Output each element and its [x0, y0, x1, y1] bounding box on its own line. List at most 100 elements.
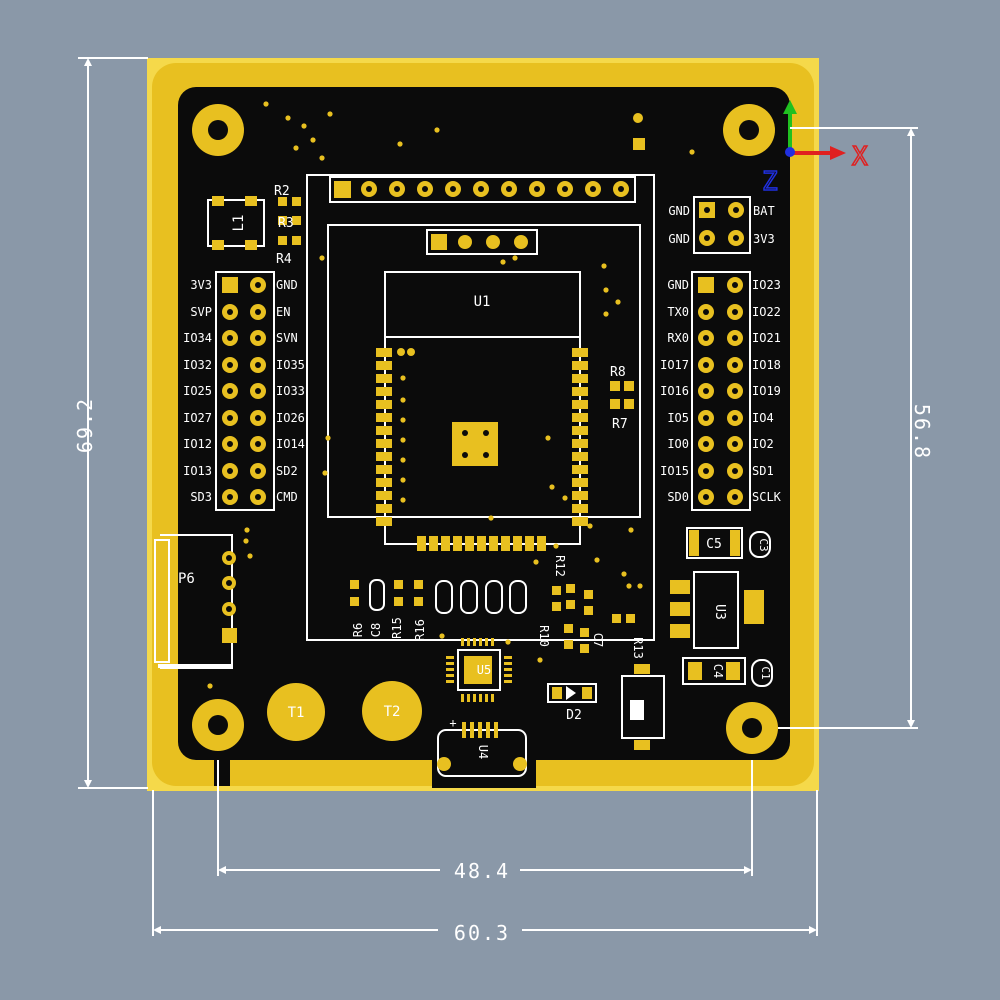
diode-d2: D2 — [547, 683, 597, 723]
pin-label: GND — [668, 232, 690, 246]
resistors-r8-r7 — [610, 381, 634, 409]
dimension-label-height-outer: 69.2 — [73, 397, 97, 453]
pin-label: TX0 — [667, 305, 689, 319]
label-c8: C8 — [369, 623, 383, 637]
inductor-l1: L1 — [207, 196, 265, 250]
dimension-height-outer — [78, 57, 148, 789]
axis-triad: X Z — [761, 100, 869, 198]
pin-label: IO0 — [667, 437, 689, 451]
pin-label: SD0 — [667, 490, 689, 504]
pin-label: IO34 — [183, 331, 212, 345]
dimension-label-width-holes: 48.4 — [454, 859, 510, 883]
left-header-labels-outer: 3V3 SVP IO34 IO32 IO25 IO27 IO12 IO13 SD… — [183, 278, 212, 504]
axis-x-label: X — [852, 142, 868, 172]
pin-label: IO26 — [276, 411, 305, 425]
pin-label: IO12 — [183, 437, 212, 451]
pin-label: SVN — [276, 331, 298, 345]
pin-label: IO16 — [660, 384, 689, 398]
label-c5: C5 — [706, 537, 722, 552]
pin-label: SD1 — [752, 464, 774, 478]
pin-label: IO17 — [660, 358, 689, 372]
pin-label: IO4 — [752, 411, 774, 425]
top-pin-header — [329, 176, 636, 203]
label-r8: R8 — [610, 365, 626, 380]
label-t1: T1 — [288, 705, 305, 721]
pin-label: SD2 — [276, 464, 298, 478]
label-u1: U1 — [474, 294, 491, 310]
pin-label: IO21 — [752, 331, 781, 345]
right-header-labels-inner: GND TX0 RX0 IO17 IO16 IO5 IO0 IO15 SD0 — [660, 278, 689, 504]
pin-label: IO2 — [752, 437, 774, 451]
resistors-r2-r4 — [278, 197, 301, 245]
label-r12: R12 — [553, 555, 567, 577]
label-c3: C3 — [757, 538, 770, 551]
chip-u5: U5 — [446, 638, 512, 702]
pin-label: IO32 — [183, 358, 212, 372]
pin-label: 3V3 — [190, 278, 212, 292]
capacitor-c5: C5 — [686, 527, 743, 559]
connector-p6: P6 — [154, 534, 237, 669]
pin-label: IO23 — [752, 278, 781, 292]
pin-label: IO25 — [183, 384, 212, 398]
pin-label: 3V3 — [753, 232, 775, 246]
left-header-labels-inner: GND EN SVN IO35 IO33 IO26 IO14 SD2 CMD — [276, 278, 305, 504]
passives-right-cluster — [552, 584, 635, 653]
mounting-hole-bottom-left — [192, 699, 244, 751]
pin-label: IO35 — [276, 358, 305, 372]
pin-label: SD3 — [190, 490, 212, 504]
capacitor-c4: C4 — [682, 657, 746, 685]
pin-label: IO14 — [276, 437, 305, 451]
label-r4: R4 — [276, 252, 292, 267]
label-u4: U4 — [476, 745, 490, 759]
label-d2: D2 — [566, 708, 582, 723]
pin-label: IO27 — [183, 411, 212, 425]
mounting-hole-top-right — [723, 104, 775, 156]
mounting-hole-bottom-right — [726, 702, 778, 754]
usb-connector-u4: + U4 — [437, 716, 527, 777]
pin-label: IO13 — [183, 464, 212, 478]
pin-label: IO5 — [667, 411, 689, 425]
label-r2: R2 — [274, 184, 290, 199]
label-l1: L1 — [231, 215, 247, 232]
label-u5: U5 — [477, 663, 491, 677]
label-r3: R3 — [278, 216, 294, 231]
label-r13: R13 — [631, 637, 645, 659]
touch-pad-t2: T2 — [362, 681, 422, 741]
capacitor-c1: C1 — [751, 659, 773, 687]
pin-label: IO18 — [752, 358, 781, 372]
pin-label: BAT — [753, 204, 775, 218]
label-plus: + — [449, 716, 456, 730]
label-t2: T2 — [384, 704, 401, 720]
label-c4: C4 — [711, 664, 725, 678]
left-pin-header — [215, 271, 275, 511]
pin-label: SVP — [190, 305, 212, 319]
pin-label: SCLK — [752, 490, 782, 504]
four-pin-header — [426, 229, 538, 255]
pin-label: GND — [667, 278, 689, 292]
regulator-u3: U3 — [670, 571, 764, 649]
touch-pad-t1: T1 — [267, 683, 325, 741]
pin-label: IO22 — [752, 305, 781, 319]
pin-label: IO15 — [660, 464, 689, 478]
power-pin-header — [693, 196, 751, 254]
label-r10: R10 — [537, 625, 551, 647]
label-u3: U3 — [712, 604, 727, 620]
label-p6: P6 — [178, 571, 195, 587]
pin-label: GND — [668, 204, 690, 218]
switch-component — [621, 664, 665, 750]
passive-row — [350, 579, 527, 614]
label-c1: C1 — [759, 666, 772, 679]
label-r6: R6 — [351, 623, 365, 637]
pin-label: CMD — [276, 490, 298, 504]
dimension-height-holes — [778, 127, 918, 729]
test-pads — [633, 113, 645, 150]
pin-label: EN — [276, 305, 290, 319]
pin-label: RX0 — [667, 331, 689, 345]
label-r7: R7 — [612, 417, 628, 432]
right-header-labels-outer: IO23 IO22 IO21 IO18 IO19 IO4 IO2 SD1 SCL… — [752, 278, 782, 504]
axis-z-label: Z — [762, 167, 778, 197]
mounting-hole-top-left — [192, 104, 244, 156]
label-r16: R16 — [413, 619, 427, 641]
right-pin-header — [691, 271, 751, 511]
